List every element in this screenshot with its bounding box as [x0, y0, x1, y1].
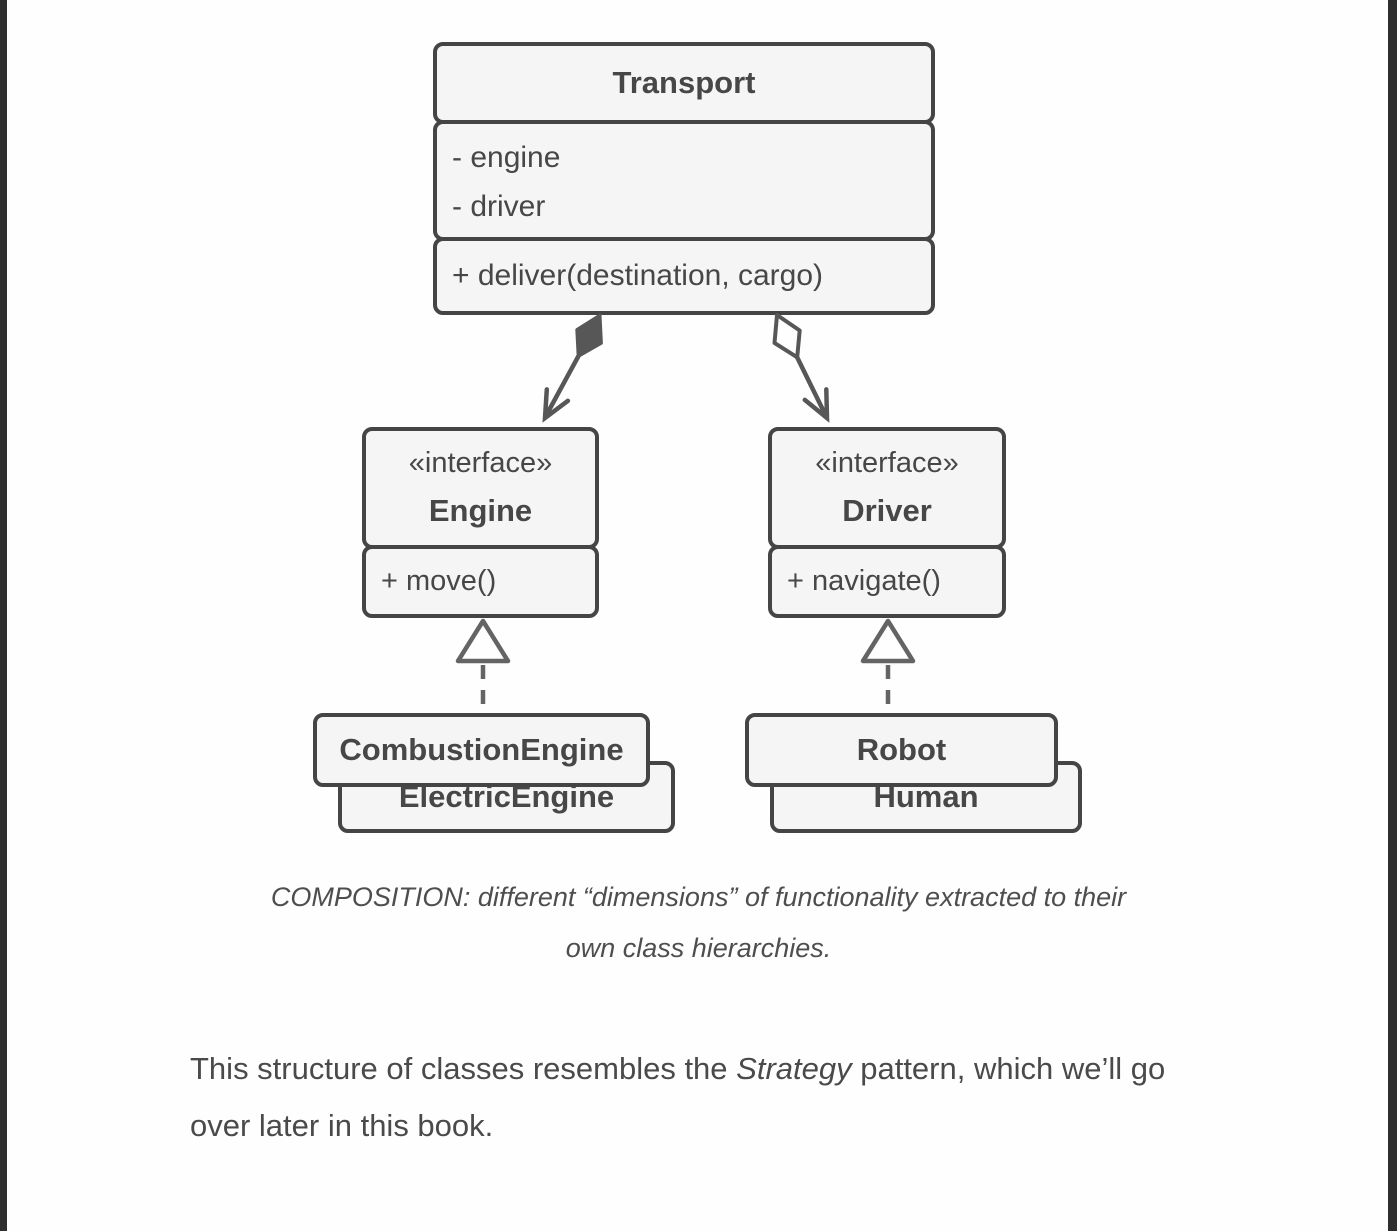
engine-interface-methods: + move(): [362, 545, 599, 618]
aggregation-link-transport-driver: [772, 313, 830, 423]
hollow-triangle-icon: [860, 618, 916, 664]
driver-interface-stereotype: «interface»: [815, 447, 959, 479]
hollow-diamond-icon: [772, 313, 802, 360]
engine-interface-stereotype: «interface»: [408, 447, 553, 479]
realization-link-engine: [455, 618, 511, 712]
transport-class-title: Transport: [433, 42, 935, 124]
filled-diamond-icon: [575, 313, 603, 358]
right-edge-bar: [1388, 0, 1397, 1231]
open-arrowhead-icon: [542, 387, 571, 423]
driver-interface-header: «interface» Driver: [768, 427, 1006, 549]
open-arrowhead-icon: [802, 387, 830, 423]
engine-interface-header: «interface» Engine: [362, 427, 599, 549]
engine-interface-name: Engine: [428, 493, 533, 528]
body-paragraph: This structure of classes resembles the …: [190, 1040, 1225, 1154]
driver-method-navigate: + navigate(): [787, 565, 941, 597]
paragraph-text-end: pattern, which we’ll go over later in th…: [190, 1051, 1166, 1143]
figure-caption-line-1: COMPOSITION: different “dimensions” of f…: [270, 882, 1127, 912]
hollow-triangle-icon: [455, 618, 511, 664]
robot-class: Robot: [745, 713, 1058, 787]
transport-class-attributes: - engine - driver: [433, 120, 935, 241]
engine-method-move: + move(): [381, 565, 497, 597]
transport-method-deliver: + deliver(destination, cargo): [452, 259, 824, 292]
strategy-pattern-emphasis: Strategy: [736, 1051, 852, 1086]
transport-attribute-engine: - engine: [452, 141, 561, 174]
driver-interface-name: Driver: [842, 493, 932, 528]
combustion-engine-class: CombustionEngine: [313, 713, 650, 787]
transport-attribute-driver: - driver: [452, 190, 546, 223]
composition-line: [545, 354, 581, 415]
paragraph-text-start: This structure of classes resembles the: [190, 1051, 737, 1086]
figure-caption-line-2: own class hierarchies.: [565, 933, 832, 963]
realization-link-driver: [860, 618, 916, 712]
transport-class-methods: + deliver(destination, cargo): [433, 237, 935, 315]
aggregation-line: [794, 356, 827, 414]
driver-interface-methods: + navigate(): [768, 545, 1006, 618]
left-edge-bar: [0, 0, 7, 1231]
composition-link-transport-engine: [542, 313, 603, 423]
